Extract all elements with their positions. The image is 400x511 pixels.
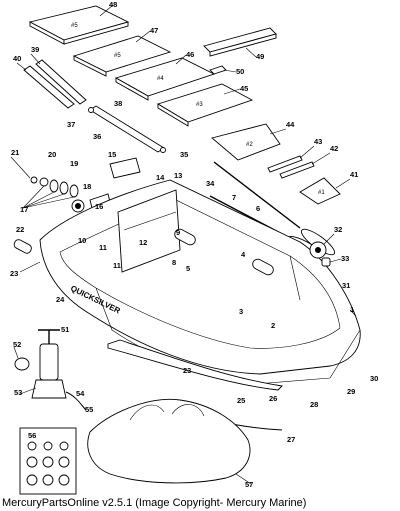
callout-49: 49 bbox=[256, 52, 264, 61]
valve-cap-33[interactable] bbox=[321, 257, 331, 267]
callout-18: 18 bbox=[83, 182, 91, 191]
callout-47: 47 bbox=[150, 26, 158, 35]
callout-44: 44 bbox=[286, 120, 295, 129]
callout-53: 53 bbox=[14, 388, 22, 397]
floor-board-41[interactable]: #1 bbox=[299, 177, 341, 205]
seat-bracket-15[interactable] bbox=[109, 157, 141, 179]
callout-42: 42 bbox=[330, 144, 338, 153]
transom-board-49[interactable] bbox=[203, 27, 277, 57]
panel-label: #5 bbox=[114, 53, 121, 59]
callout-43: 43 bbox=[314, 137, 322, 146]
clip-50[interactable] bbox=[209, 65, 227, 75]
callout-10: 10 bbox=[78, 236, 86, 245]
callout-23a: 23 bbox=[10, 269, 18, 278]
valve-32[interactable] bbox=[309, 241, 327, 259]
callout-54: 54 bbox=[76, 389, 85, 398]
callout-8: 8 bbox=[172, 258, 176, 267]
trim-strip-43[interactable] bbox=[267, 155, 303, 173]
callout-56: 56 bbox=[28, 431, 36, 440]
valve-assembly[interactable] bbox=[30, 176, 85, 213]
callout-14: 14 bbox=[156, 173, 165, 182]
callout-12: 12 bbox=[139, 238, 147, 247]
callout-57: 57 bbox=[245, 480, 253, 489]
callout-24: 24 bbox=[56, 295, 65, 304]
stringer-39[interactable] bbox=[35, 59, 87, 105]
callout-9: 9 bbox=[176, 228, 180, 237]
callout-13: 13 bbox=[174, 171, 182, 180]
floor-board-47[interactable]: #5 bbox=[72, 35, 172, 77]
callout-labels: 1 2 3 4 5 6 7 8 9 10 11 11 12 13 14 15 1… bbox=[10, 0, 378, 489]
callout-1: 1 bbox=[350, 305, 354, 314]
callout-11a: 11 bbox=[99, 243, 107, 252]
callout-31: 31 bbox=[342, 281, 350, 290]
callout-45: 45 bbox=[240, 84, 248, 93]
callout-25: 25 bbox=[237, 396, 245, 405]
callout-37: 37 bbox=[67, 120, 75, 129]
callout-17: 17 bbox=[20, 205, 28, 214]
callout-21: 21 bbox=[11, 148, 19, 157]
callout-20: 20 bbox=[48, 150, 56, 159]
callout-46: 46 bbox=[186, 50, 194, 59]
callout-16: 16 bbox=[95, 202, 103, 211]
callout-22: 22 bbox=[16, 225, 24, 234]
keel-strip-23[interactable] bbox=[107, 339, 283, 391]
callout-23b: 23 bbox=[183, 366, 191, 375]
callout-40: 40 bbox=[13, 54, 21, 63]
handle-22[interactable] bbox=[13, 238, 33, 254]
callout-51: 51 bbox=[61, 325, 69, 334]
callout-48: 48 bbox=[109, 0, 117, 9]
panel-label: #4 bbox=[157, 76, 164, 82]
keel-bar-36[interactable] bbox=[88, 105, 166, 153]
callout-6: 6 bbox=[256, 204, 260, 213]
callout-50: 50 bbox=[236, 67, 244, 76]
foot-pump[interactable] bbox=[31, 329, 67, 399]
copyright-caption: MercuryPartsOnline v2.5.1 (Image Copyrig… bbox=[2, 497, 307, 509]
callout-26: 26 bbox=[269, 394, 277, 403]
callout-30: 30 bbox=[370, 374, 378, 383]
callout-27: 27 bbox=[287, 435, 295, 444]
callout-3: 3 bbox=[239, 307, 243, 316]
callout-39: 39 bbox=[31, 45, 39, 54]
pump-adapter-52[interactable] bbox=[14, 357, 30, 371]
handle-4[interactable] bbox=[251, 257, 275, 276]
callout-7: 7 bbox=[232, 193, 236, 202]
panel-label: #5 bbox=[71, 23, 78, 29]
callout-19: 19 bbox=[70, 159, 78, 168]
panel-label: #1 bbox=[318, 190, 325, 196]
callout-5: 5 bbox=[186, 264, 190, 273]
panel-label: #2 bbox=[246, 142, 253, 148]
floor-board-44[interactable]: #2 bbox=[211, 123, 281, 161]
callout-41: 41 bbox=[350, 170, 358, 179]
floor-board-48[interactable]: #5 bbox=[28, 5, 130, 45]
handle-5[interactable] bbox=[173, 227, 197, 246]
trim-strip-42[interactable] bbox=[279, 161, 315, 179]
callout-38: 38 bbox=[114, 99, 122, 108]
stringer-40[interactable] bbox=[23, 65, 75, 109]
transom-13[interactable] bbox=[117, 189, 181, 273]
callout-28: 28 bbox=[310, 400, 318, 409]
callout-4: 4 bbox=[241, 250, 246, 259]
callout-55: 55 bbox=[85, 405, 93, 414]
inflatable-boat-hull[interactable]: QUICKSILVER bbox=[39, 179, 361, 385]
carry-bag-57[interactable] bbox=[87, 398, 251, 484]
callout-2: 2 bbox=[271, 321, 275, 330]
hose-55[interactable] bbox=[65, 391, 87, 411]
callout-35: 35 bbox=[180, 150, 188, 159]
callout-15: 15 bbox=[108, 150, 116, 159]
callout-36: 36 bbox=[93, 132, 101, 141]
leader-lines bbox=[10, 4, 357, 485]
callout-11b: 11 bbox=[113, 261, 121, 270]
callout-32: 32 bbox=[334, 225, 342, 234]
callout-29: 29 bbox=[347, 387, 355, 396]
panel-label: #3 bbox=[196, 102, 203, 108]
repair-kit-56[interactable] bbox=[19, 427, 77, 495]
callout-52: 52 bbox=[13, 340, 21, 349]
exploded-parts-diagram: #5 #5 #4 #3 bbox=[10, 0, 378, 495]
floor-board-45[interactable]: #3 bbox=[156, 83, 254, 127]
callout-33: 33 bbox=[341, 254, 349, 263]
callout-34: 34 bbox=[206, 179, 215, 188]
